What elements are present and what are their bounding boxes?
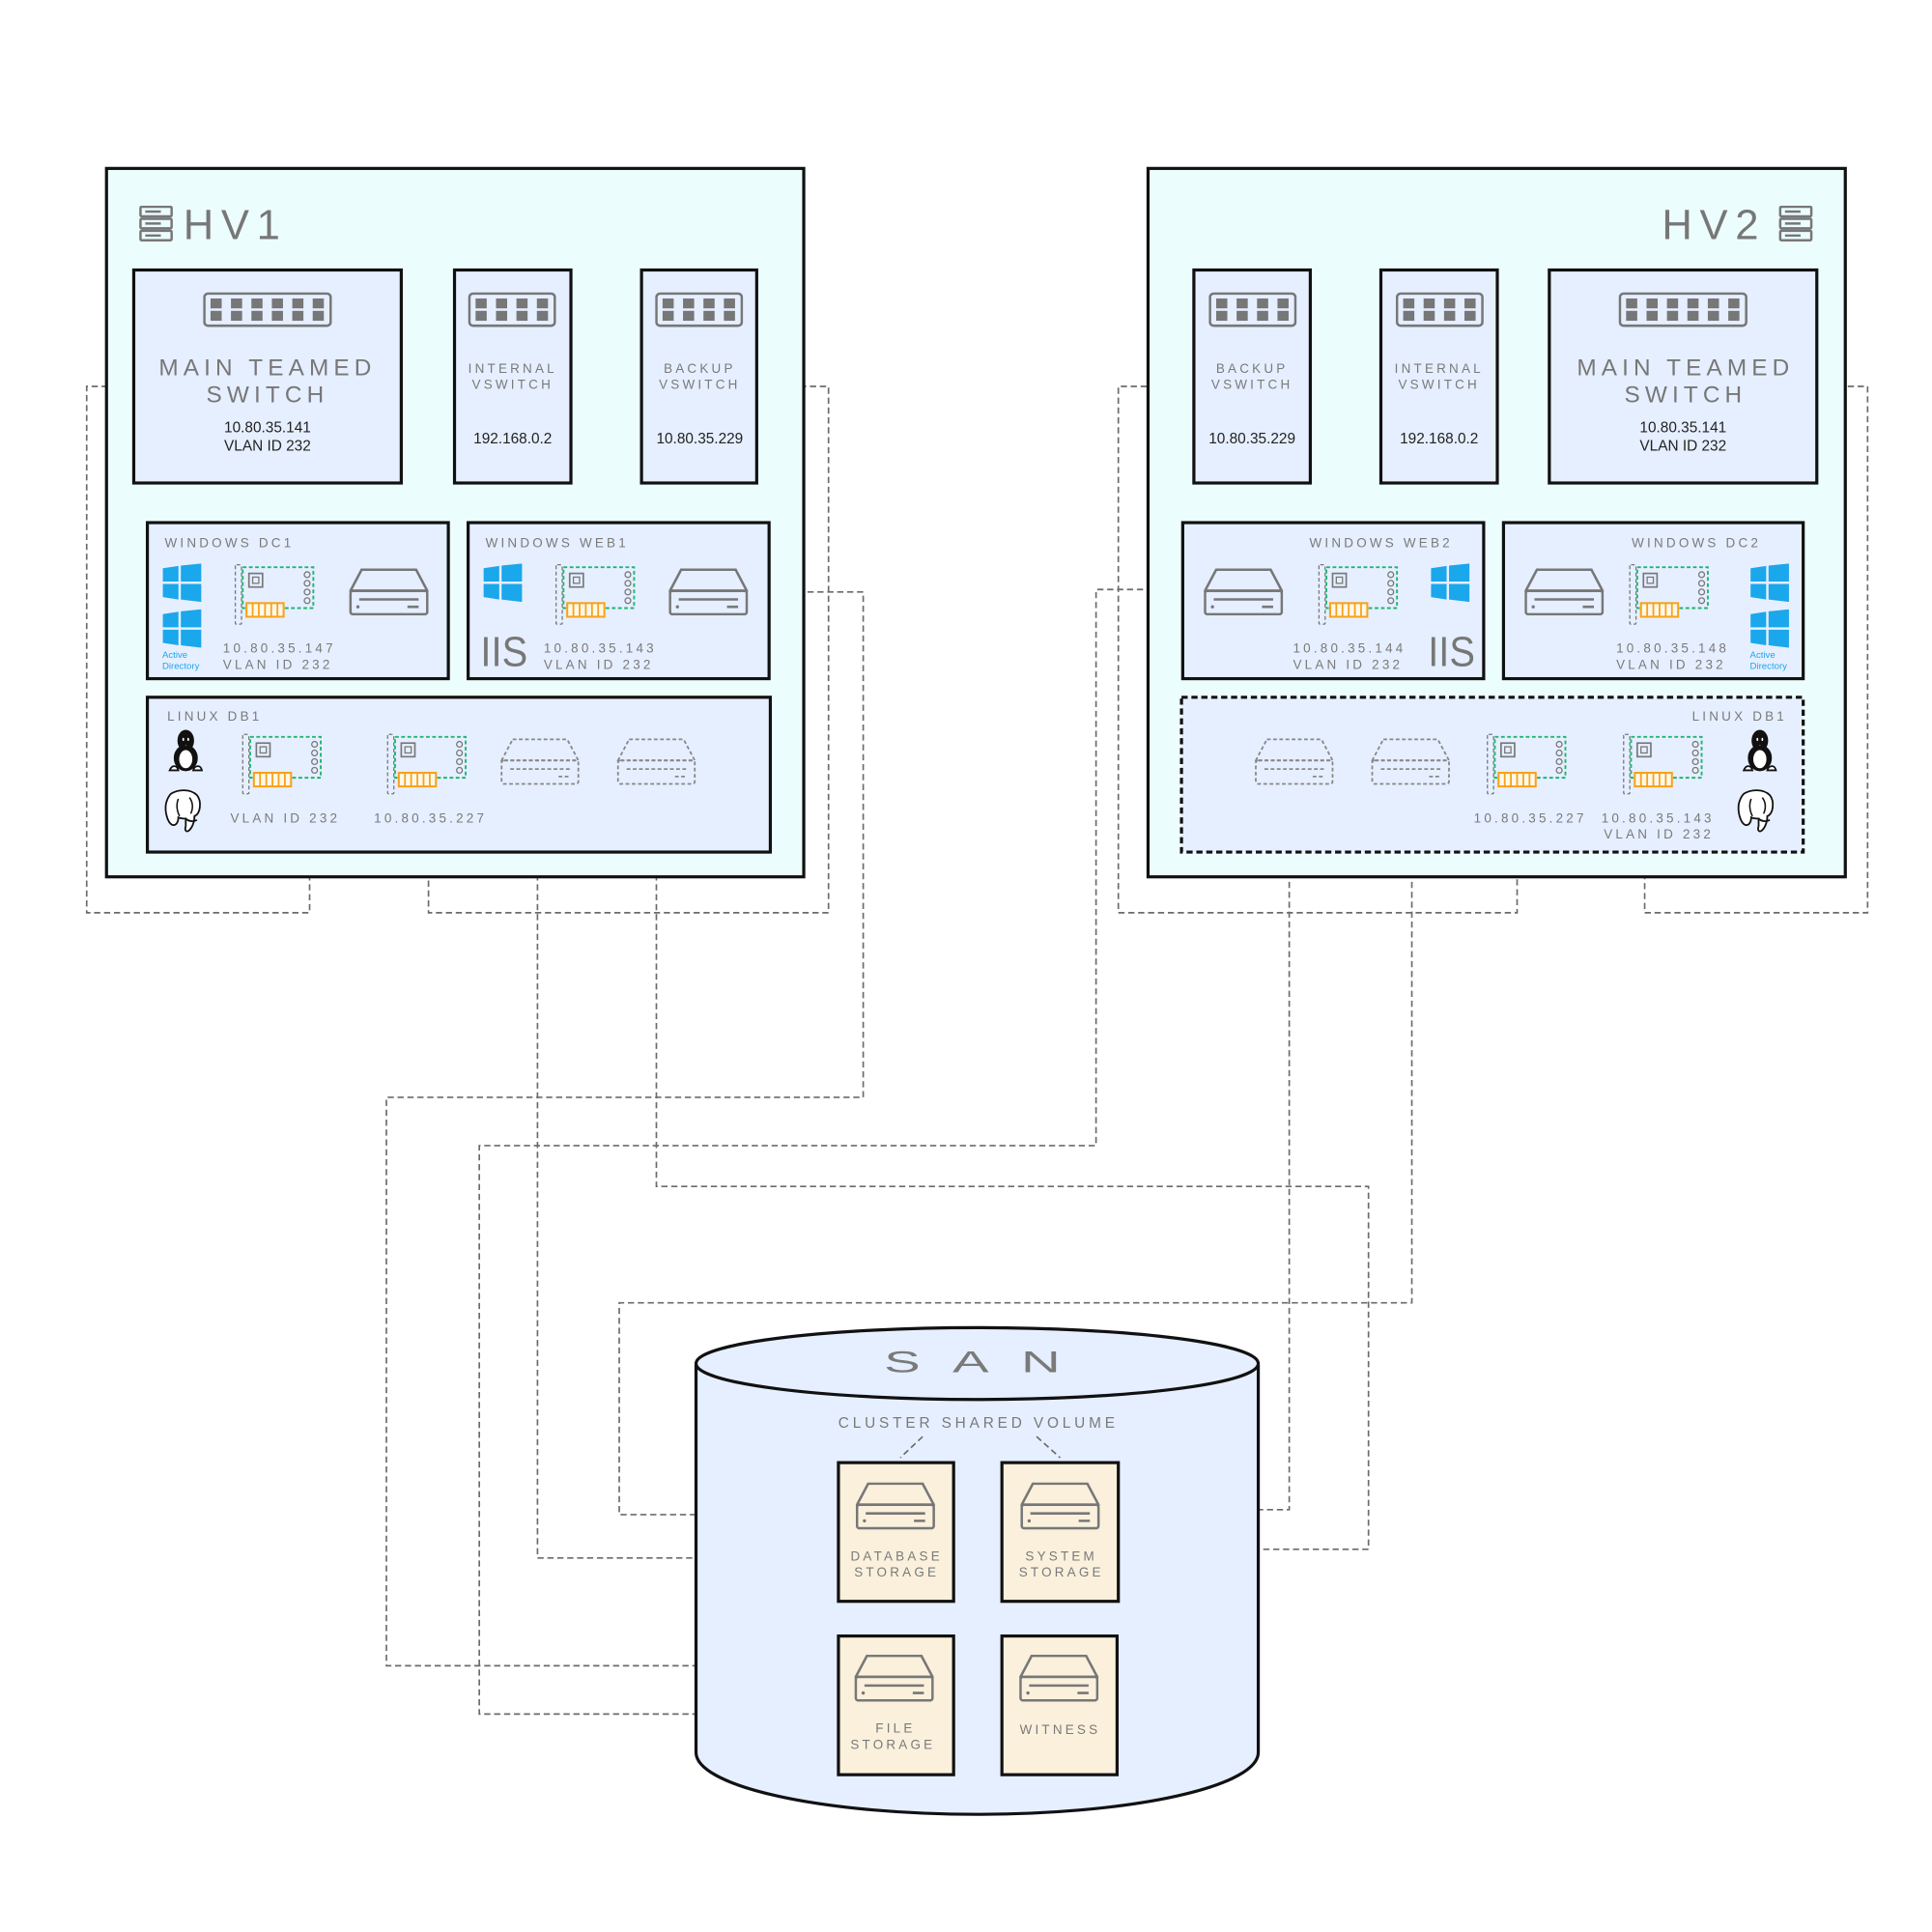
san-cylinder-body [694, 1364, 1261, 1816]
csv-label: CLUSTER SHARED VOLUME [838, 1415, 1119, 1432]
database-storage[interactable]: DATABASE STORAGE [837, 1461, 955, 1604]
iis-logo: IIS [1428, 630, 1475, 676]
vm-frame [1179, 696, 1805, 854]
storage-label: DATABASE [850, 1548, 942, 1563]
switch-label: INTERNAL [1395, 361, 1484, 376]
vm-ip: 10.80.35.227 [374, 810, 487, 825]
vm-windows-dc1[interactable]: WINDOWS DC1 Active Directory 10.80.35.14… [145, 521, 450, 681]
csv-pointer-line [899, 1435, 1061, 1459]
storage-label: FILE [875, 1721, 915, 1736]
internal-vswitch[interactable]: INTERNAL VSWITCH 192.168.0.2 [452, 268, 573, 485]
switch-label: MAIN TEAMED [158, 355, 376, 381]
vm-ip: 10.80.35.143 [1602, 810, 1715, 825]
vm-ip: 10.80.35.143 [544, 641, 657, 656]
switch-frame [1378, 268, 1499, 485]
switch-vlan: VLAN ID 232 [1639, 439, 1726, 455]
storage-frame [1000, 1634, 1120, 1776]
vm-title: LINUX DB1 [167, 709, 262, 724]
storage-frame [837, 1634, 955, 1776]
switch-label: VSWITCH [659, 378, 740, 392]
internal-vswitch[interactable]: INTERNAL VSWITCH 192.168.0.2 [1378, 268, 1499, 485]
storage-label: STORAGE [1019, 1565, 1104, 1579]
switch-frame [1548, 268, 1819, 485]
host-title: HV2 [1662, 202, 1766, 248]
switch-label: SWITCH [1624, 383, 1747, 409]
main-teamed-switch[interactable]: MAIN TEAMED SWITCH 10.80.35.141 VLAN ID … [131, 268, 403, 485]
vm-windows-dc2[interactable]: WINDOWS DC2 Active Directory 10.80.35.14… [1501, 521, 1805, 681]
vm-ip: 10.80.35.148 [1616, 641, 1729, 656]
vm-vlan: VLAN ID 232 [1604, 827, 1714, 841]
main-teamed-switch[interactable]: MAIN TEAMED SWITCH 10.80.35.141 VLAN ID … [1548, 268, 1819, 485]
switch-label: VSWITCH [1399, 378, 1480, 392]
switch-ip: 192.168.0.2 [1400, 431, 1478, 447]
vm-ip: 10.80.35.147 [223, 641, 336, 656]
connection-line [85, 385, 311, 914]
vm-windows-web1[interactable]: WINDOWS WEB1 IIS 10.80.35.143 VLAN ID 23… [467, 521, 771, 681]
vm-vlan: VLAN ID 232 [1293, 657, 1403, 671]
switch-label: VSWITCH [472, 378, 554, 392]
switch-label: MAIN TEAMED [1577, 355, 1794, 381]
connection-line [655, 835, 1370, 1550]
storage-frame [1000, 1461, 1121, 1604]
switch-vlan: VLAN ID 232 [224, 439, 311, 455]
host-hv1: HV1 MAIN TEAMED SWITCH 10.80.35.141 VLAN… [104, 166, 806, 879]
switch-frame [639, 268, 758, 485]
switch-label: VSWITCH [1211, 378, 1293, 392]
active-directory-label: Directory [1750, 661, 1788, 671]
vm-linux-db1-replica[interactable]: LINUX DB1 10.80.35.227 10.80.35.143 VLAN… [1179, 696, 1805, 854]
vm-ip: 10.80.35.144 [1293, 641, 1406, 656]
vm-vlan: VLAN ID 232 [223, 657, 333, 671]
vm-vlan: VLAN ID 232 [544, 657, 654, 671]
vm-vlan: VLAN ID 232 [230, 810, 340, 825]
vm-title: WINDOWS WEB2 [1310, 536, 1453, 551]
storage-label: WITNESS [1020, 1722, 1101, 1737]
vm-title: WINDOWS WEB1 [486, 536, 629, 551]
san-title: SAN [884, 1346, 1093, 1379]
vm-title: LINUX DB1 [1692, 709, 1787, 724]
vm-frame [145, 696, 773, 854]
san-storage: SAN CLUSTER SHARED VOLUME DATABASE STORA… [694, 1325, 1261, 1816]
vm-ip: 10.80.35.227 [1474, 810, 1587, 825]
switch-frame [131, 268, 403, 485]
switch-label: INTERNAL [469, 361, 557, 376]
storage-label: STORAGE [850, 1737, 935, 1751]
connection-line [427, 385, 830, 914]
connection-line [385, 590, 865, 1667]
active-directory-label: Active [1750, 650, 1776, 661]
switch-label: BACKUP [664, 361, 736, 376]
connection-line [618, 832, 1413, 1516]
witness-storage[interactable]: WITNESS [1000, 1634, 1120, 1776]
switch-ip: 10.80.35.141 [224, 419, 311, 436]
vm-vlan: VLAN ID 232 [1616, 657, 1726, 671]
vm-title: WINDOWS DC1 [165, 536, 295, 551]
host-title: HV1 [184, 202, 288, 248]
backup-vswitch[interactable]: BACKUP VSWITCH 10.80.35.229 [1192, 268, 1313, 485]
switch-ip: 10.80.35.229 [656, 431, 743, 447]
switch-ip: 10.80.35.229 [1208, 431, 1295, 447]
storage-frame [837, 1461, 955, 1604]
backup-vswitch[interactable]: BACKUP VSWITCH 10.80.35.229 [639, 268, 758, 485]
switch-ip: 192.168.0.2 [473, 431, 552, 447]
host-hv2: HV2 BACKUP VSWITCH 10.80.35.229 INTERNAL… [1146, 166, 1847, 879]
iis-logo: IIS [480, 630, 527, 676]
connection-line [1643, 385, 1869, 914]
connection-line [478, 588, 1193, 1716]
active-directory-label: Directory [162, 661, 200, 671]
san-cylinder-top [694, 1325, 1261, 1402]
storage-label: SYSTEM [1025, 1548, 1097, 1563]
storage-label: STORAGE [854, 1565, 939, 1579]
switch-frame [452, 268, 573, 485]
vm-linux-db1[interactable]: LINUX DB1 VLAN ID 232 10.80.35.227 [145, 696, 773, 854]
switch-frame [1192, 268, 1313, 485]
switch-label: BACKUP [1216, 361, 1289, 376]
vm-title: WINDOWS DC2 [1632, 536, 1761, 551]
active-directory-label: Active [162, 650, 187, 661]
file-storage[interactable]: FILE STORAGE [837, 1634, 955, 1776]
vm-windows-web2[interactable]: WINDOWS WEB2 IIS 10.80.35.144 VLAN ID 23… [1180, 521, 1486, 681]
switch-ip: 10.80.35.141 [1639, 419, 1726, 436]
system-storage[interactable]: SYSTEM STORAGE [1000, 1461, 1121, 1604]
switch-label: SWITCH [207, 383, 329, 409]
